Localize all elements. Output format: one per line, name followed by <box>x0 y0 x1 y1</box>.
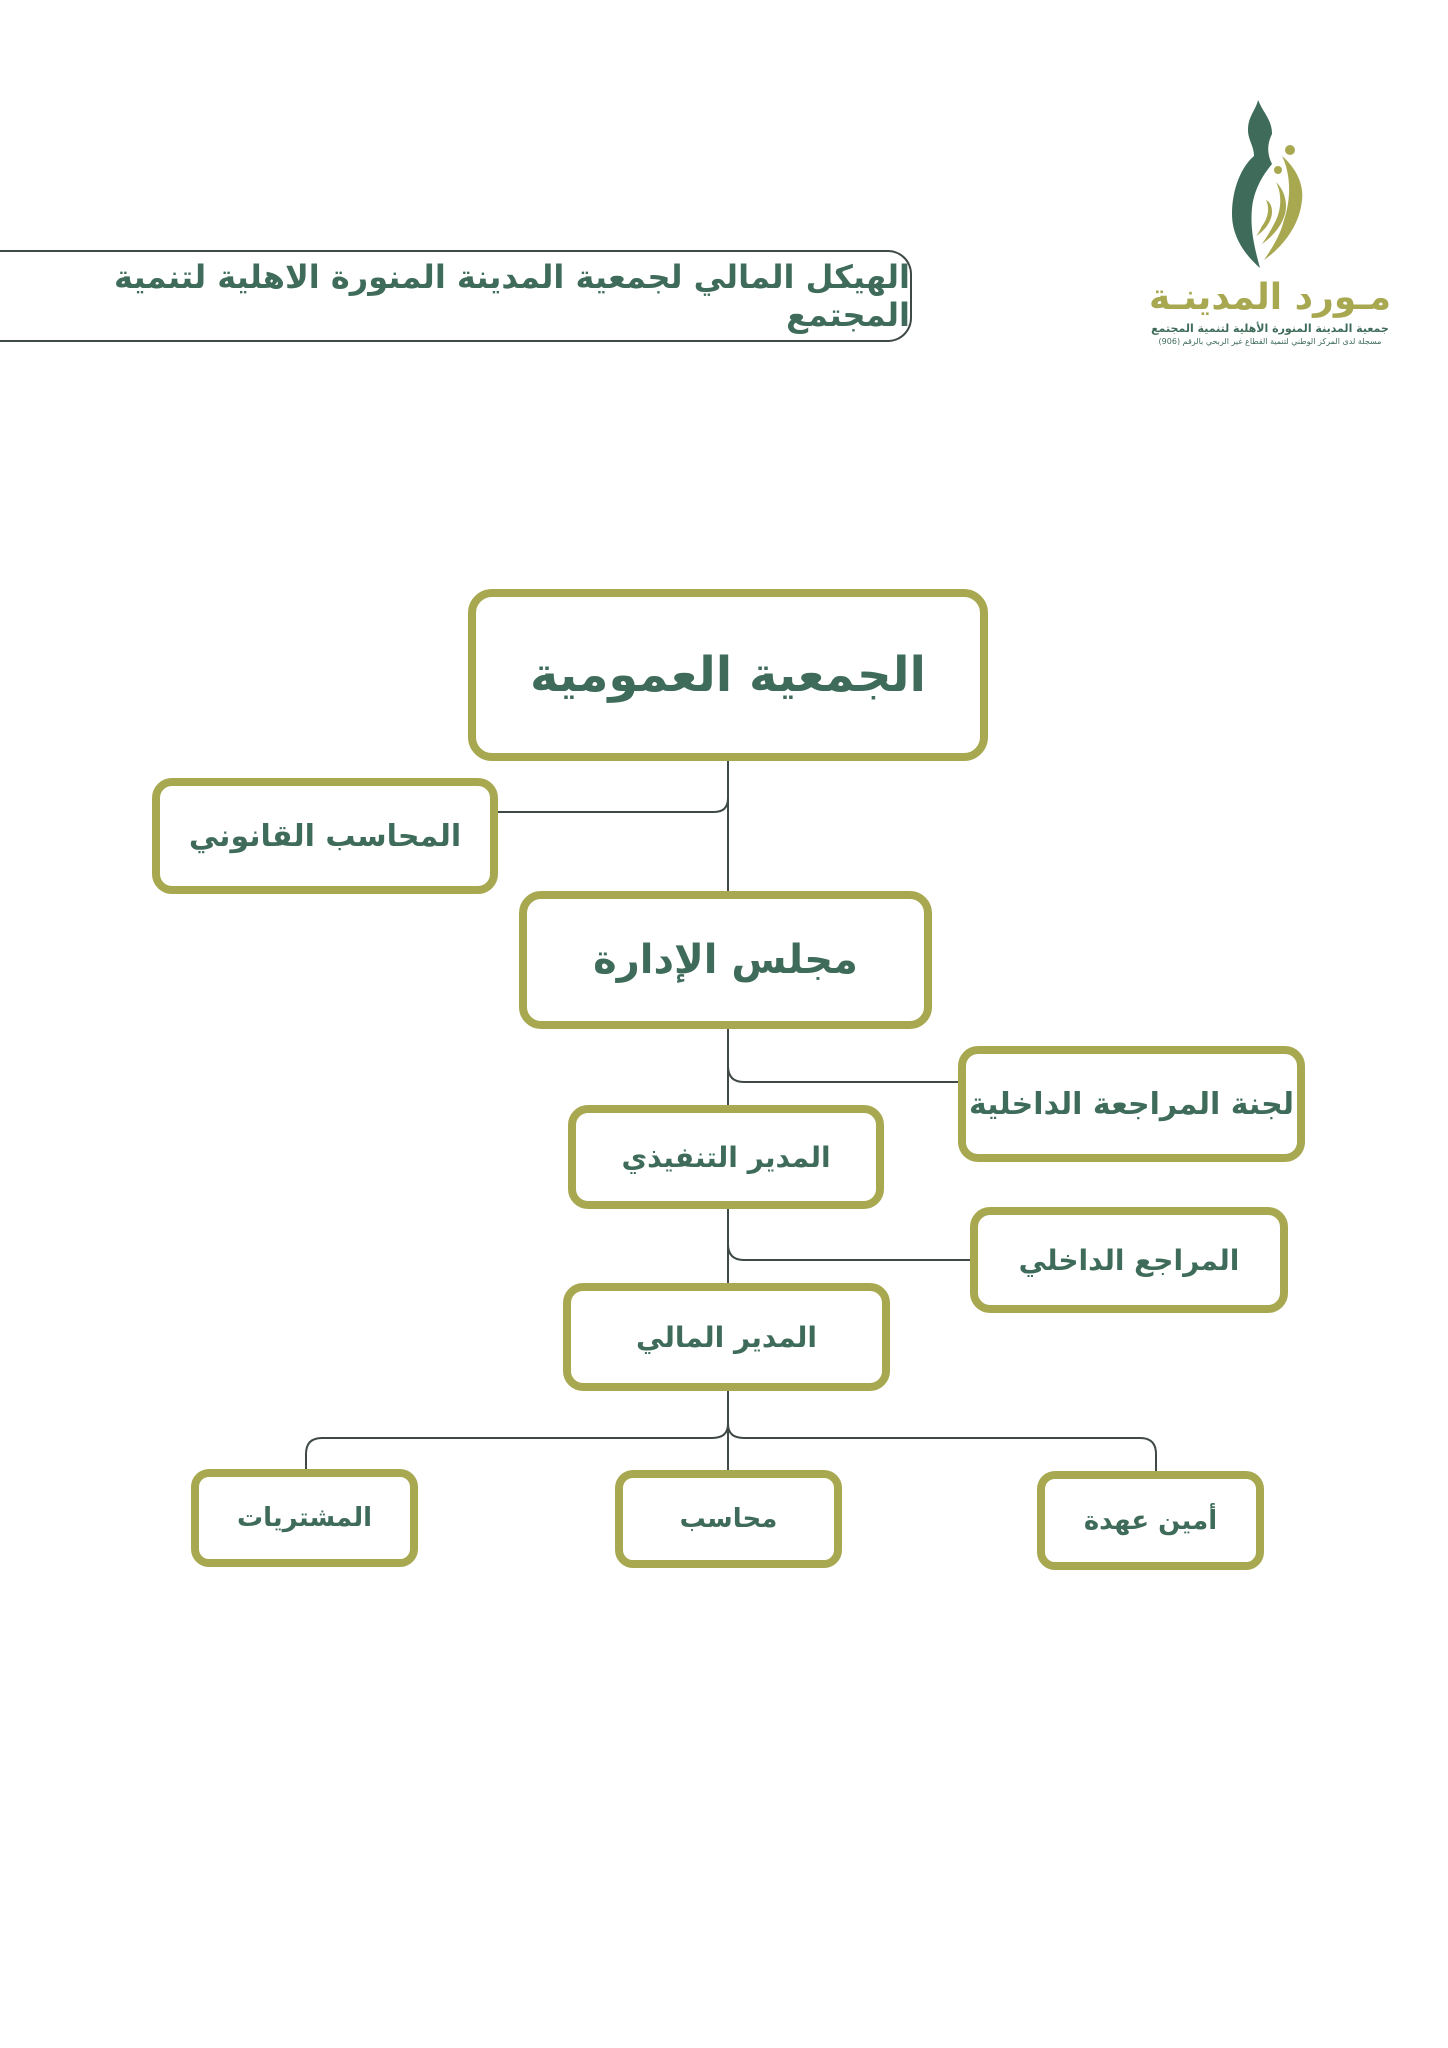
connector-bottom-left <box>305 1423 729 1470</box>
node-internal-auditor: المراجع الداخلي <box>970 1207 1288 1313</box>
node-legal-accountant-label: المحاسب القانوني <box>188 818 462 854</box>
node-custodian-label: أمين عهدة <box>1083 1505 1218 1536</box>
node-financial-manager-label: المدير المالي <box>636 1320 817 1354</box>
logo-name: مـورد المدينـة <box>1148 277 1392 318</box>
logo-emblem-icon <box>1232 100 1303 268</box>
node-accountant: محاسب <box>615 1470 842 1568</box>
node-custodian: أمين عهدة <box>1037 1471 1264 1570</box>
connector-bottom-right <box>727 1423 1157 1472</box>
node-board: مجلس الإدارة <box>519 891 932 1029</box>
node-executive-director: المدير التنفيذي <box>568 1105 884 1209</box>
organization-logo: مـورد المدينـة جمعية المدينة المنورة الأ… <box>1140 96 1400 356</box>
logo-subtitle: جمعية المدينة المنورة الأهلية لتنمية الم… <box>1151 322 1389 335</box>
node-internal-audit-committee: لجنة المراجعة الداخلية <box>958 1046 1305 1162</box>
node-procurement: المشتريات <box>191 1469 418 1567</box>
node-accountant-label: محاسب <box>679 1504 778 1534</box>
node-financial-manager: المدير المالي <box>563 1283 890 1391</box>
logo-registration: مسجلة لدى المركز الوطني لتنمية القطاع غي… <box>1158 337 1382 346</box>
node-executive-director-label: المدير التنفيذي <box>621 1140 831 1174</box>
node-procurement-label: المشتريات <box>237 1503 373 1533</box>
node-general-assembly: الجمعية العمومية <box>468 589 988 761</box>
node-internal-audit-committee-label: لجنة المراجعة الداخلية <box>968 1086 1295 1122</box>
connector-audit-committee <box>727 1065 960 1083</box>
document-title-box: الهيكل المالي لجمعية المدينة المنورة الا… <box>0 250 912 342</box>
connector-internal-auditor <box>727 1243 972 1261</box>
node-board-label: مجلس الإدارة <box>593 937 858 983</box>
document-title: الهيكل المالي لجمعية المدينة المنورة الا… <box>114 258 910 334</box>
node-general-assembly-label: الجمعية العمومية <box>529 647 927 703</box>
node-legal-accountant: المحاسب القانوني <box>152 778 498 894</box>
connector-legal-accountant <box>496 797 729 813</box>
node-internal-auditor-label: المراجع الداخلي <box>1018 1243 1240 1277</box>
